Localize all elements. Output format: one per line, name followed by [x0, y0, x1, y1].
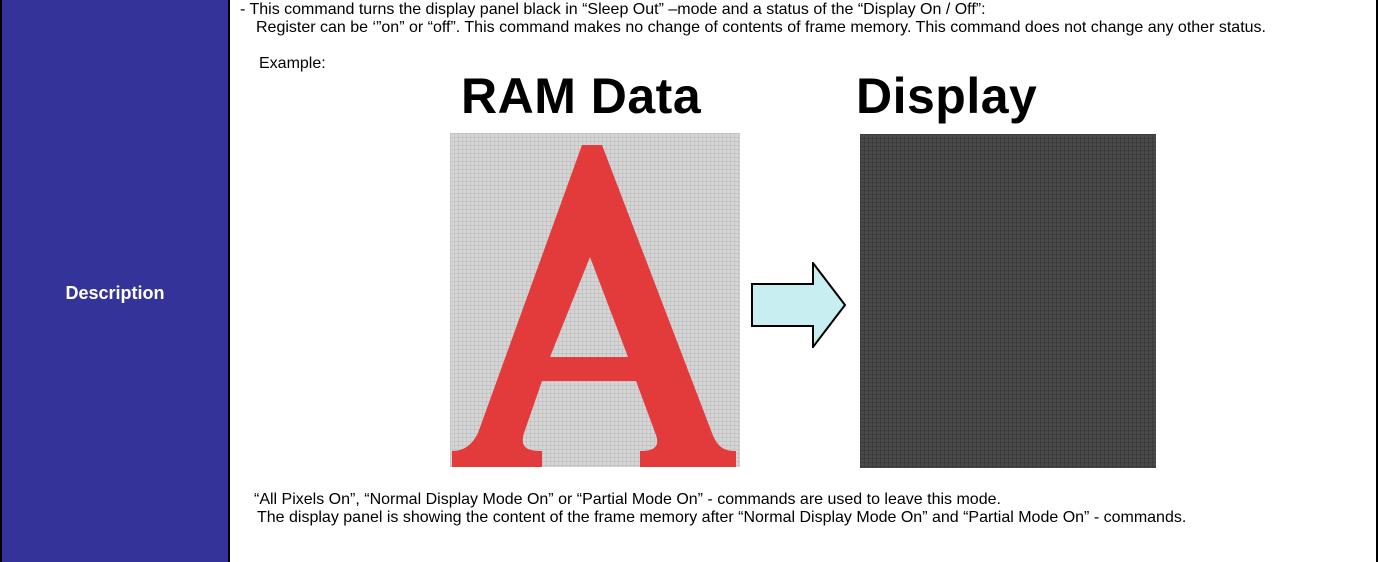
ram-data-title: RAM Data — [461, 68, 702, 124]
row-label-cell: Description — [2, 0, 230, 562]
ram-data-image — [450, 133, 740, 467]
letter-a-graphic — [452, 145, 736, 467]
right-arrow-icon — [751, 262, 846, 348]
row-label: Description — [65, 283, 165, 303]
after-line-1: “All Pixels On”, “Normal Display Mode On… — [254, 491, 1001, 508]
after-line-2: The display panel is showing the content… — [257, 509, 1187, 526]
table-left-border — [0, 0, 2, 562]
letter-a-shape — [452, 145, 736, 467]
description-line-1: - This command turns the display panel b… — [240, 1, 986, 18]
description-line-2: Register can be ‘”on” or “off”. This com… — [256, 19, 1266, 36]
display-black-image — [860, 134, 1156, 468]
table-right-border — [1376, 0, 1378, 562]
example-label: Example: — [259, 55, 326, 72]
display-title: Display — [856, 68, 1038, 124]
